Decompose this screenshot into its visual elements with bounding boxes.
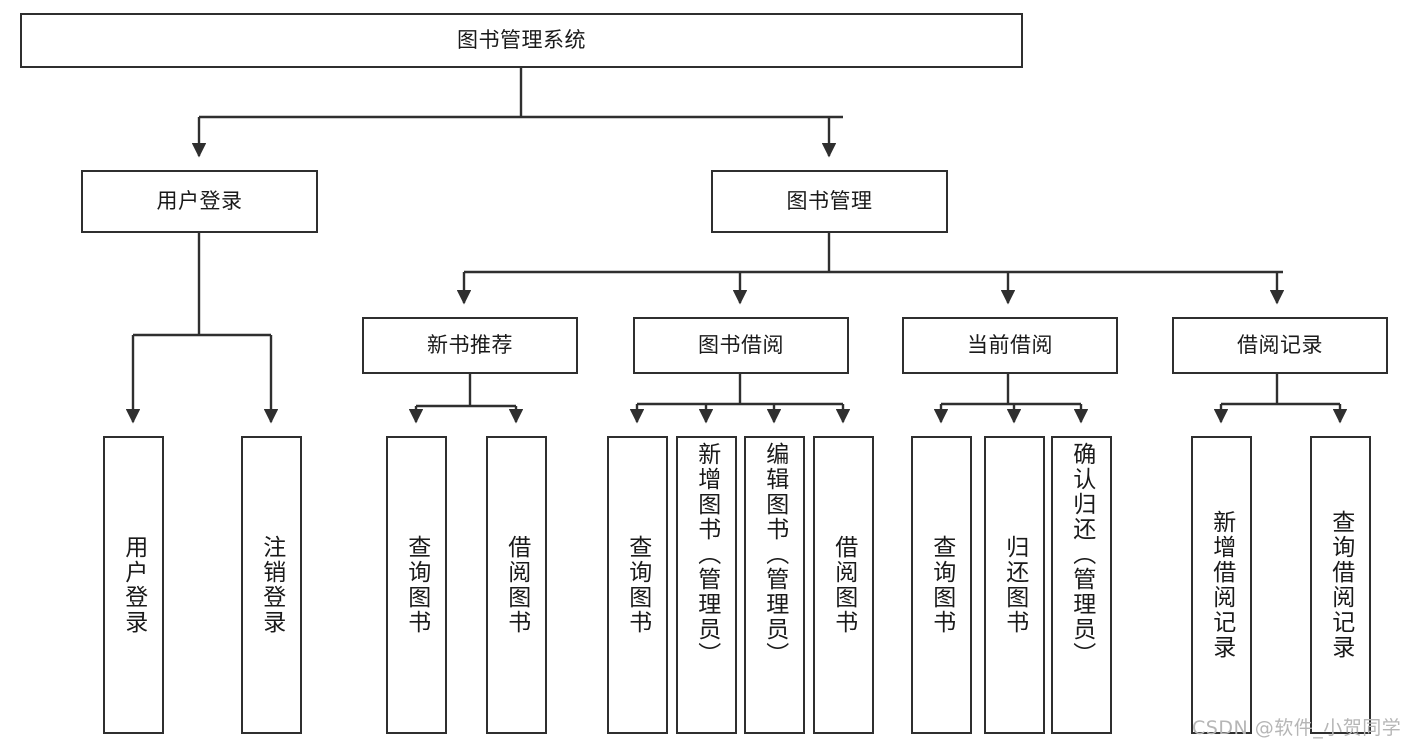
leaf-query-borrow-record[interactable]: 查询借阅记录	[1310, 436, 1371, 734]
leaf-return-book[interactable]: 归还图书	[984, 436, 1045, 734]
leaf-add-borrow-record[interactable]: 新增借阅记录	[1191, 436, 1252, 734]
node-current-borrow[interactable]: 当前借阅	[902, 317, 1118, 374]
csdn-watermark: CSDN @软件_小贺同学	[1192, 717, 1402, 739]
edge-current-borrow-to-leaves	[933, 374, 1089, 424]
leaf-borrow-book[interactable]: 借阅图书	[813, 436, 874, 734]
edge-root-to-level1	[191, 68, 843, 158]
edge-borrow-record-to-leaves	[1213, 374, 1348, 424]
edge-new-book-to-leaves	[408, 374, 524, 424]
leaf-add-book-admin[interactable]: 新增图书（管理员）	[676, 436, 737, 734]
leaf-borrow-book-recommend[interactable]: 借阅图书	[486, 436, 547, 734]
node-user-login[interactable]: 用户登录	[81, 170, 318, 233]
node-new-book-recommend[interactable]: 新书推荐	[362, 317, 578, 374]
leaf-logout-login[interactable]: 注销登录	[241, 436, 302, 734]
edge-book-management-to-level2	[456, 233, 1285, 305]
leaf-query-book-current[interactable]: 查询图书	[911, 436, 972, 734]
node-root[interactable]: 图书管理系统	[20, 13, 1023, 68]
edge-book-borrow-to-leaves	[629, 374, 851, 424]
edge-user-login-to-leaves	[125, 233, 279, 424]
node-book-borrow[interactable]: 图书借阅	[633, 317, 849, 374]
leaf-query-book-borrow[interactable]: 查询图书	[607, 436, 668, 734]
node-book-management[interactable]: 图书管理	[711, 170, 948, 233]
leaf-user-login[interactable]: 用户登录	[103, 436, 164, 734]
leaf-confirm-return-admin[interactable]: 确认归还（管理员）	[1051, 436, 1112, 734]
leaf-query-book-recommend[interactable]: 查询图书	[386, 436, 447, 734]
node-borrow-record[interactable]: 借阅记录	[1172, 317, 1388, 374]
leaf-edit-book-admin[interactable]: 编辑图书（管理员）	[744, 436, 805, 734]
